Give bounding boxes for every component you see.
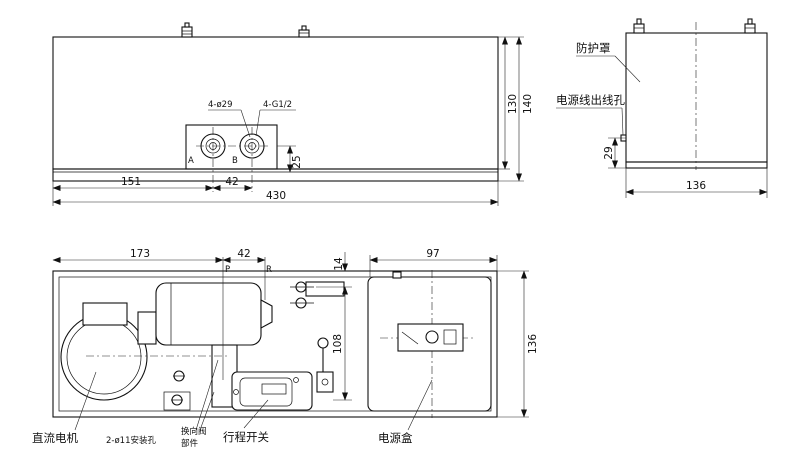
dim-height-total: 140 — [522, 94, 534, 114]
cover-label: 防护罩 — [576, 41, 611, 55]
front-view: A B 4-ø29 4-G1/2 25 151 42 430 130 140 — [52, 22, 534, 206]
thread-spec-label: 4-G1/2 — [263, 100, 292, 110]
port-a-label: A — [188, 156, 194, 166]
top-bolt-left — [181, 22, 193, 38]
dim-offset-a: 151 — [121, 176, 141, 188]
top-view: 42 P R 173 108 — [32, 248, 539, 449]
pump-cylinder — [155, 282, 273, 346]
dim-motor-offset: 173 — [130, 248, 150, 260]
dim-height-body: 130 — [507, 94, 519, 114]
front-base-plate — [52, 168, 499, 182]
port-p-label: P — [225, 265, 230, 275]
side-bolt-right — [744, 18, 756, 34]
side-bolt-left — [633, 18, 645, 34]
power-box-label: 电源盒 — [378, 431, 413, 445]
dim-box-width: 97 — [426, 248, 439, 260]
dim-mount-spacing: 108 — [332, 334, 344, 354]
power-box — [367, 270, 492, 418]
limit-switch-label: 行程开关 — [223, 430, 269, 444]
dim-edge-gap: 14 — [333, 257, 345, 271]
valve-label-line2: 部件 — [181, 438, 199, 449]
port-b-label: B — [232, 156, 238, 166]
dim-port-height: 25 — [291, 155, 303, 168]
dim-depth: 136 — [527, 334, 539, 354]
dim-pr-spacing: 42 — [237, 248, 250, 260]
hole-spec-label: 4-ø29 — [208, 100, 233, 110]
side-cover — [625, 32, 768, 163]
valve-label-line1: 换向阀 — [181, 426, 207, 437]
limit-switch — [231, 337, 334, 411]
side-view: 防护罩 电源线出线孔 29 136 — [556, 18, 768, 198]
base-plate-outline — [52, 270, 498, 418]
dim-side-width: 136 — [686, 180, 706, 192]
top-bolt-right — [298, 25, 310, 38]
dc-motor — [60, 302, 228, 401]
dim-port-spacing: 42 — [225, 176, 238, 188]
cable-hole-label: 电源线出线孔 — [556, 93, 625, 107]
valve-block — [185, 124, 278, 170]
mount-holes-label: 2-ø11安装孔 — [106, 435, 156, 446]
dim-cable-height: 29 — [603, 146, 615, 159]
motor-label: 直流电机 — [32, 431, 78, 445]
dim-overall-length: 430 — [266, 190, 286, 202]
port-r-label: R — [266, 265, 272, 275]
side-base — [625, 161, 768, 169]
